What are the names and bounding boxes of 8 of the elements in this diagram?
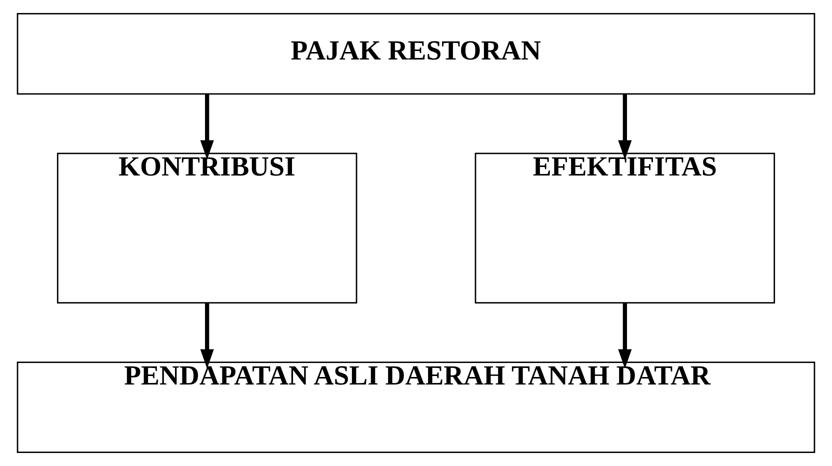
arrow [200,94,214,160]
node-box: EFEKTIFITAS [474,152,776,304]
node-box: PENDAPATAN ASLI DAERAH TANAH DATAR [16,362,816,453]
node-box: PAJAK RESTORAN [16,13,816,95]
arrow [200,303,214,369]
arrow [618,94,632,160]
node-box: KONTRIBUSI [56,152,358,304]
arrow [618,303,632,369]
